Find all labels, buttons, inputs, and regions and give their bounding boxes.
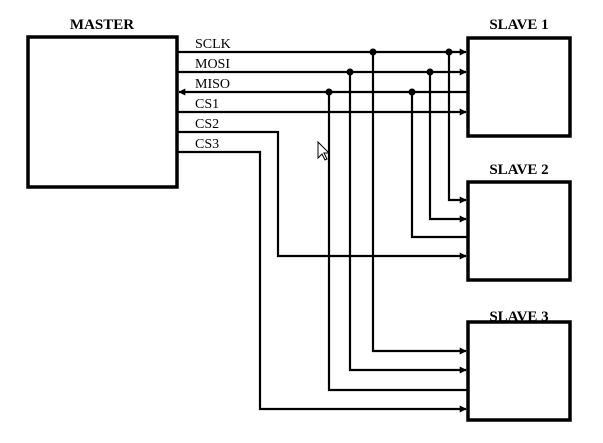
master-box [26, 35, 179, 189]
slave-2-box [466, 180, 572, 282]
slave-3-label: SLAVE 3 [489, 309, 548, 325]
junction-dot [325, 88, 333, 96]
signal-label-miso: MISO [195, 77, 230, 92]
signal-label-cs2: CS2 [195, 117, 219, 132]
signal-label-mosi: MOSI [195, 57, 230, 72]
master-label: MASTER [70, 17, 134, 33]
signal-label-sclk: SCLK [195, 37, 231, 52]
sclk-tap-slave-3 [371, 52, 467, 355]
junction-dot [445, 48, 453, 56]
slave-3-box [466, 320, 572, 422]
slave-1-box [466, 36, 572, 138]
miso-tap-slave-2 [410, 92, 468, 239]
junction-dot [346, 68, 354, 76]
signal-label-cs3: CS3 [195, 137, 219, 152]
cs3-wire [177, 150, 467, 413]
slave-1-label: SLAVE 1 [489, 17, 548, 33]
mosi-tap-slave-2 [428, 72, 467, 223]
junction-dot [426, 68, 434, 76]
mouse-cursor-icon [317, 140, 331, 161]
miso-tap-slave-3 [327, 92, 468, 392]
sclk-tap-slave-2 [447, 52, 467, 204]
signal-label-cs1: CS1 [195, 97, 219, 112]
slave-2-label: SLAVE 2 [489, 162, 548, 178]
mosi-tap-slave-3 [348, 72, 467, 374]
junction-dot [408, 88, 416, 96]
junction-dot [369, 48, 377, 56]
